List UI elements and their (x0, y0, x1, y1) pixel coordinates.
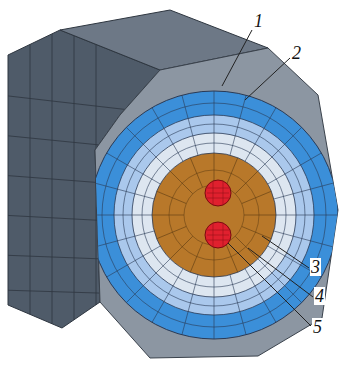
callout-number: 1 (253, 12, 264, 30)
callout-number: 2 (291, 44, 302, 62)
callout-number: 3 (310, 258, 321, 276)
callout-number: 5 (312, 318, 323, 336)
leader-lines (222, 30, 313, 326)
cable-cross-section (90, 91, 338, 339)
callout-number: 4 (314, 287, 325, 305)
